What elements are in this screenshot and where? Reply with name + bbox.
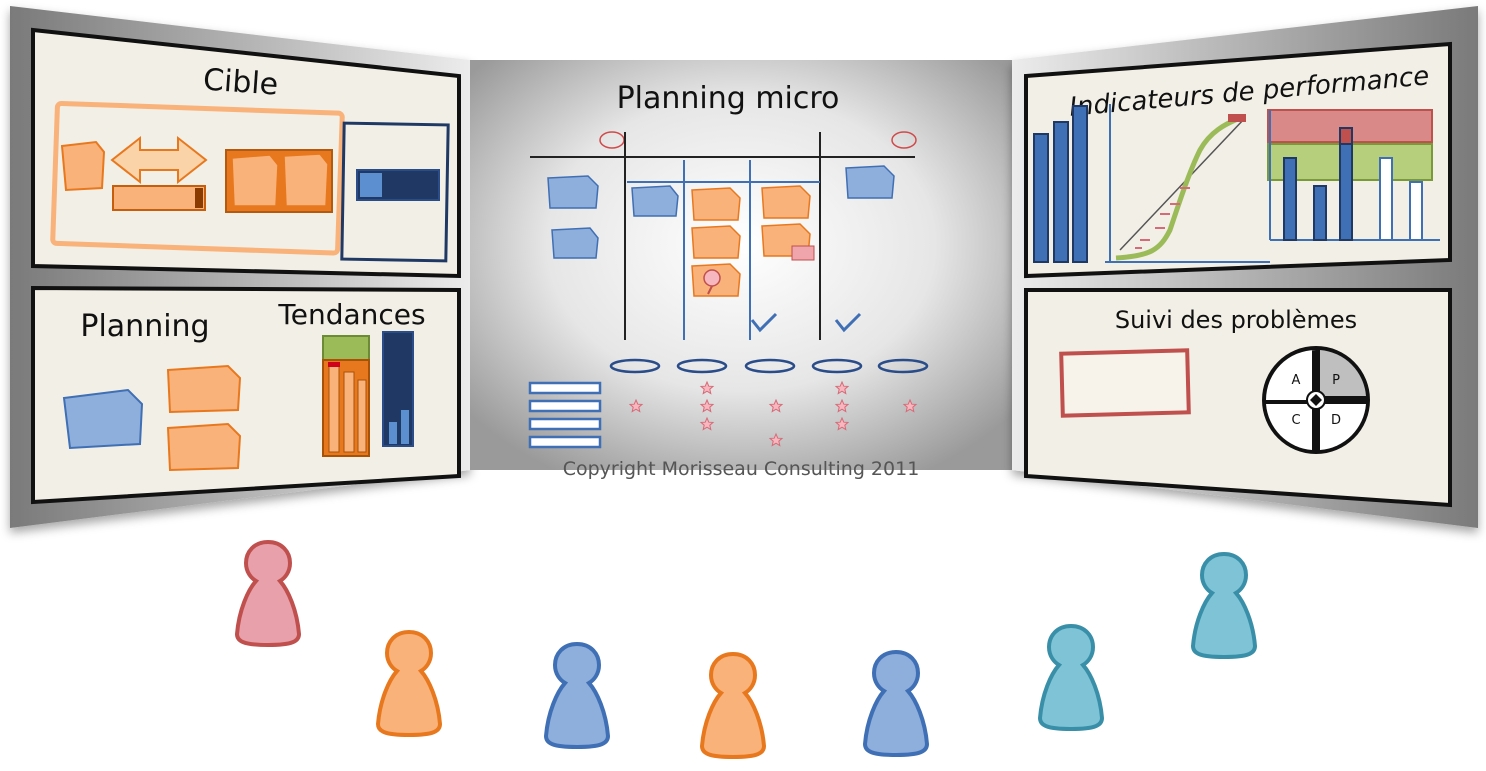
- note-icon: [166, 364, 242, 414]
- tendances-title: Tendances: [277, 298, 425, 331]
- pdca-p: P: [1332, 373, 1340, 388]
- note-icon: [845, 165, 895, 199]
- note-icon: [691, 225, 741, 259]
- pawn-icon: [863, 650, 929, 757]
- pdca-wheel: A P C D: [1262, 346, 1370, 454]
- board-cible: Cible: [31, 27, 461, 279]
- note-icon: [166, 422, 242, 472]
- s-curve: [1115, 115, 1241, 261]
- center-list: [528, 381, 602, 449]
- note-icon: [761, 185, 811, 219]
- trend-green-bar: [322, 335, 370, 361]
- kpi-columns: [1283, 127, 1423, 241]
- planning-title: Planning: [80, 309, 209, 344]
- note-icon: [62, 388, 144, 450]
- pdca-c: C: [1291, 413, 1300, 428]
- pawn-icon: [700, 652, 766, 759]
- pawn-icon: [376, 630, 442, 737]
- note-icon: [691, 187, 741, 221]
- note-icon: [631, 185, 679, 217]
- double-arrow-icon: [110, 135, 208, 185]
- suivi-title: Suivi des problèmes: [1115, 306, 1357, 334]
- problem-card: [1059, 348, 1191, 418]
- checkmark-icon: [834, 312, 862, 333]
- orange-bar: [112, 185, 206, 211]
- note-icon: [60, 140, 106, 192]
- pawn-icon: [1191, 552, 1257, 659]
- team-pawns: [235, 540, 1257, 759]
- pdca-a: A: [1292, 373, 1301, 388]
- cible-title: Cible: [202, 62, 279, 102]
- checkmark-icon: [750, 312, 778, 333]
- note-icon: [547, 175, 599, 209]
- trend-navy-bar: [382, 331, 414, 447]
- copyright-text: Copyright Morisseau Consulting 2011: [563, 458, 920, 480]
- pawn-icon: [1038, 624, 1104, 731]
- center-ellipses: [609, 358, 929, 374]
- blue-frame: [340, 121, 450, 263]
- board-indicateurs: Indicateurs de performance: [1024, 41, 1452, 279]
- center-panel: [470, 60, 1012, 470]
- board-suivi-problemes: Suivi des problèmes A P C D: [1024, 288, 1452, 508]
- magnifier-icon: [703, 269, 721, 287]
- pawn-icon: [544, 642, 610, 749]
- kpi-bars: [1033, 105, 1088, 263]
- planning-micro-title: Planning micro: [617, 81, 840, 116]
- center-board: Planning micro: [528, 81, 929, 480]
- note-icon: [551, 227, 599, 259]
- board-planning-tendances: Planning Tendances: [31, 285, 461, 505]
- pdca-d: D: [1331, 413, 1341, 428]
- cible-orange-frame: [50, 100, 345, 256]
- pawn-icon: [235, 540, 301, 647]
